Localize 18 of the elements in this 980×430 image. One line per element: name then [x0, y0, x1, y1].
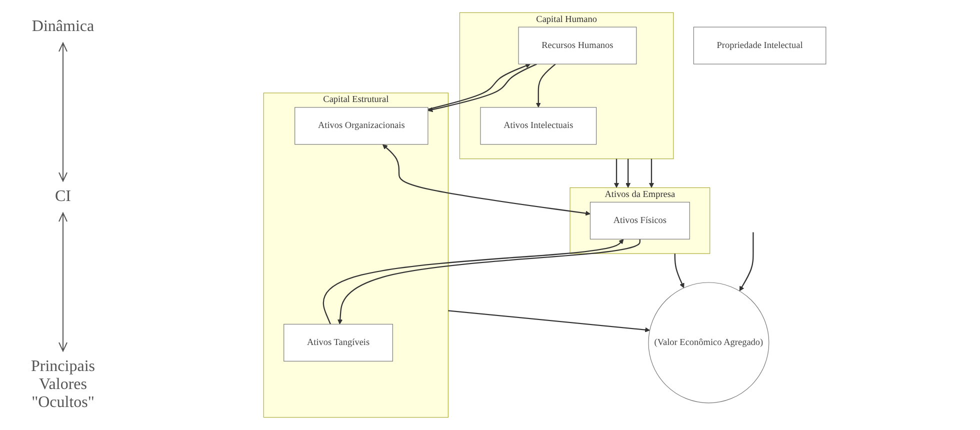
node-box: Ativos Tangíveis: [284, 324, 394, 362]
arrow: [536, 64, 556, 108]
arrow: [674, 254, 685, 288]
node-box: Propriedade Intelectual: [694, 26, 826, 64]
axis-label: CI: [55, 188, 71, 206]
node-circle: (Valor Econômico Agregado): [648, 282, 770, 404]
arrow: [448, 310, 650, 332]
axis-label: Dinâmica: [32, 18, 94, 36]
arrow: [614, 158, 620, 188]
arrow: [382, 144, 591, 216]
node-box: Recursos Humanos: [518, 26, 637, 64]
arrow: [740, 232, 754, 292]
node-box: Ativos Intelectuais: [480, 107, 597, 145]
arrow: [649, 158, 654, 188]
node-box: Ativos Organizacionais: [294, 107, 428, 145]
node-box: Ativos Físicos: [590, 202, 690, 240]
axis-label: Principais Valores "Ocultos": [30, 358, 96, 412]
arrow: [626, 158, 631, 188]
